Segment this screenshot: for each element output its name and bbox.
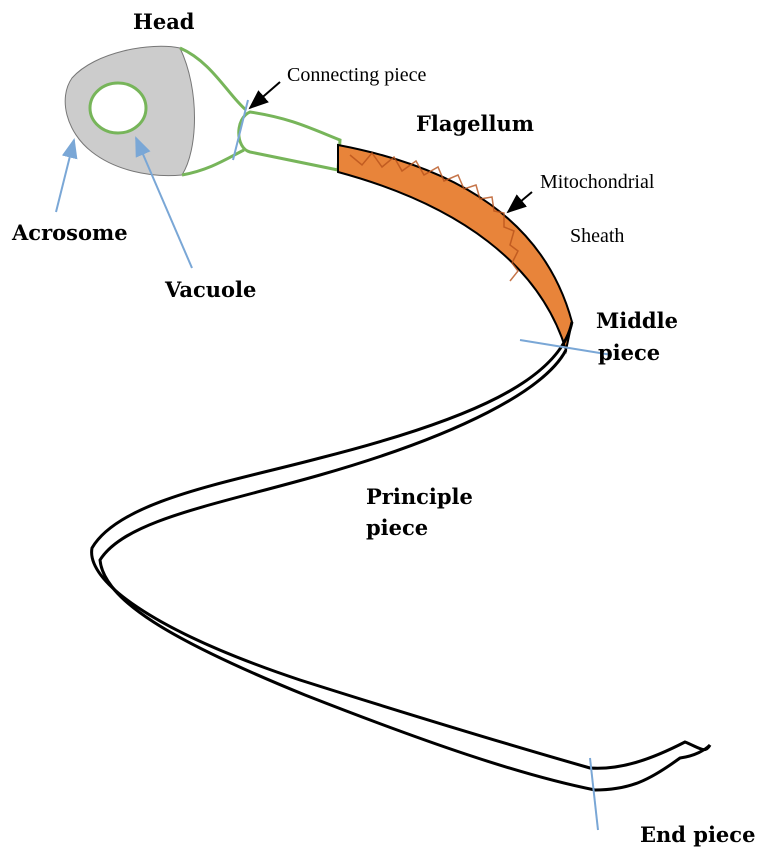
- connecting-piece-label: Connecting piece: [287, 64, 426, 87]
- vacuole-label: Vacuole: [165, 277, 256, 302]
- acrosome-pointer: [56, 140, 74, 212]
- vacuole-shape: [90, 83, 146, 133]
- acrosome-label: Acrosome: [12, 220, 128, 245]
- middle-piece-label: piece: [598, 340, 660, 365]
- end-piece-label: End piece: [640, 822, 755, 847]
- tail-outer-edge: [92, 322, 710, 768]
- sheath-label: Sheath: [570, 225, 624, 248]
- middle-label: Middle: [596, 308, 678, 333]
- connecting-piece-shape: [239, 112, 340, 170]
- mitochondrial-label: Mitochondrial: [540, 171, 654, 194]
- principle-label: Principle: [366, 484, 473, 509]
- head-label: Head: [133, 9, 195, 34]
- flagellum-label: Flagellum: [416, 111, 534, 136]
- mitochondrial-arrow: [508, 192, 532, 212]
- connecting-piece-arrow: [250, 82, 280, 108]
- principle-piece-label: piece: [366, 515, 428, 540]
- tail-inner-edge: [100, 350, 710, 790]
